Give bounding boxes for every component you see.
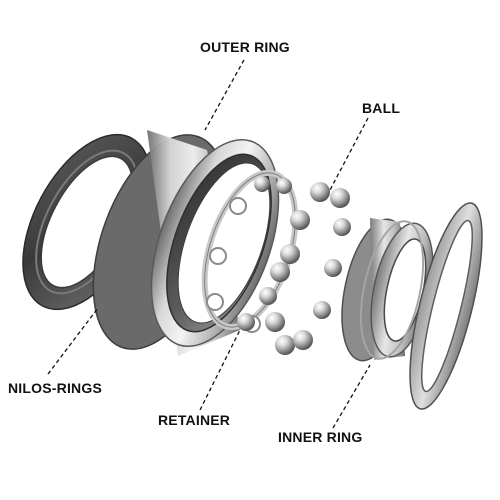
ball — [276, 178, 292, 194]
label-outer-ring: OUTER RING — [200, 39, 290, 55]
label-retainer: RETAINER — [158, 412, 231, 428]
leader-outer-ring — [204, 59, 245, 131]
leader-ball — [329, 117, 369, 191]
ball — [324, 259, 342, 277]
ball — [237, 313, 255, 331]
nilos-ring-right — [409, 202, 483, 410]
balls — [237, 176, 351, 355]
leader-lines — [47, 59, 371, 429]
ball — [259, 287, 277, 305]
ball — [280, 244, 300, 264]
ball — [313, 301, 331, 319]
ball — [254, 176, 270, 192]
label-inner-ring: INNER RING — [278, 429, 363, 445]
leader-nilos-rings — [47, 307, 99, 375]
ball — [333, 218, 351, 236]
ball — [290, 210, 310, 230]
ball — [270, 262, 290, 282]
outer-ring — [92, 130, 280, 356]
leader-retainer — [199, 329, 241, 411]
label-ball: BALL — [362, 100, 401, 116]
ball — [330, 188, 350, 208]
ball — [293, 330, 313, 350]
ball — [265, 312, 285, 332]
ball — [310, 182, 330, 202]
label-nilos-rings: NILOS-RINGS — [8, 380, 102, 396]
ball — [275, 335, 295, 355]
inner-ring — [341, 218, 434, 362]
leader-inner-ring — [332, 364, 371, 429]
